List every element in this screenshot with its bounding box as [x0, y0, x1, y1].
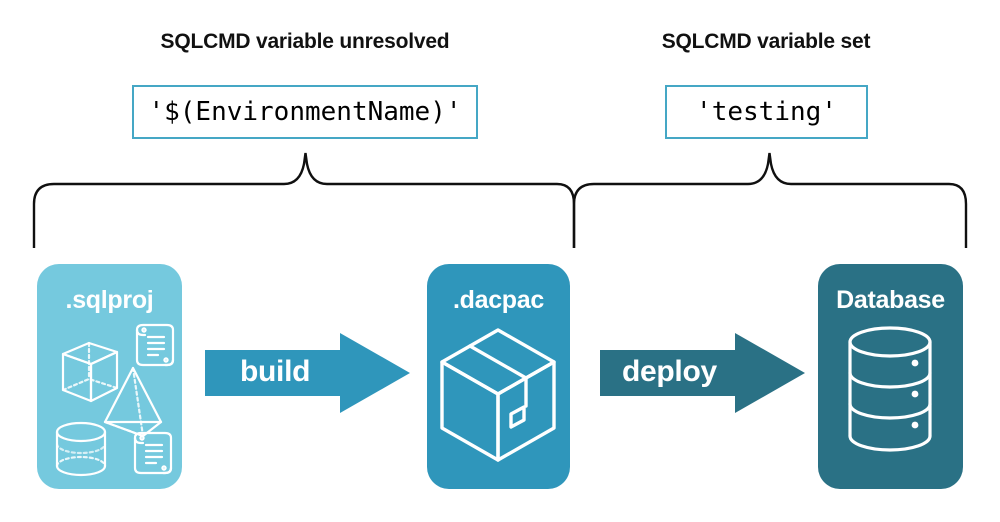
arrow-label-deploy: deploy: [622, 355, 717, 388]
stage-card-database[interactable]: Database: [818, 264, 963, 489]
stage-card-dacpac[interactable]: .dacpac: [427, 264, 570, 489]
arrow-deploy: deploy: [600, 333, 805, 418]
value-box-environment-name: '$(EnvironmentName)': [132, 85, 478, 139]
stage-card-sqlproj[interactable]: .sqlproj: [37, 264, 182, 489]
arrow-build: build: [205, 333, 410, 418]
heading-sqlcmd-set: SQLCMD variable set: [661, 30, 871, 53]
package-box-icon: [427, 318, 570, 483]
stage-label-database: Database: [836, 286, 945, 314]
brace-right: [568, 148, 972, 253]
project-shapes-icon: [37, 318, 182, 483]
heading-sqlcmd-unresolved: SQLCMD variable unresolved: [160, 30, 450, 53]
arrow-label-build: build: [240, 355, 311, 388]
value-box-testing: 'testing': [665, 85, 868, 139]
stage-label-sqlproj: .sqlproj: [65, 286, 154, 314]
stage-label-dacpac: .dacpac: [452, 286, 544, 314]
brace-left: [28, 148, 580, 253]
database-cylinder-icon: [818, 318, 963, 483]
